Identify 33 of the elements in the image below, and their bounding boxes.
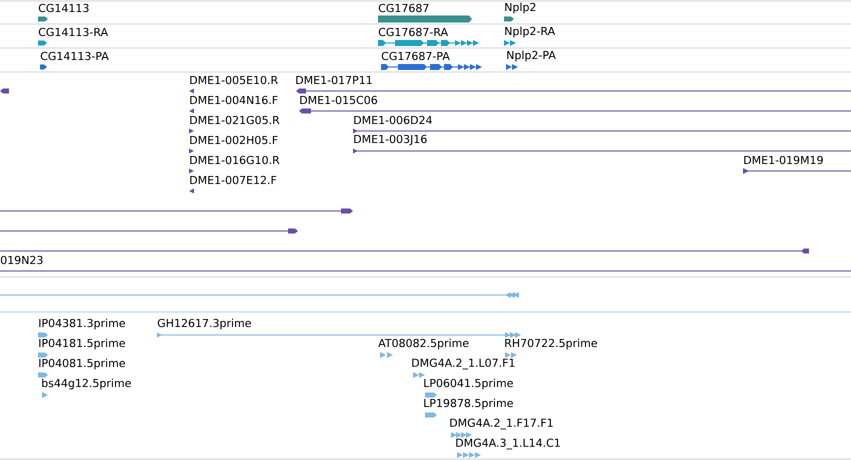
feature-label: Nplp2 — [505, 2, 536, 14]
feature-label: LP06041.5prime — [424, 378, 513, 390]
feature-label: DME1-015C06 — [300, 96, 378, 104]
feature-label: bs44g12.5prime — [42, 378, 131, 390]
feature-label: IP04081.5prime — [39, 358, 126, 370]
feature-label: LP19878.5prime — [424, 398, 513, 410]
feature-label: IP04381.3prime — [39, 318, 126, 330]
feature-label: Nplp2-PA — [507, 50, 556, 62]
feature-label: CG14113 — [38, 4, 89, 12]
feature-label: CG17687-PA — [382, 52, 450, 60]
feature-label: DME1-017P11 — [296, 76, 372, 84]
feature-label: DME1-021G05.R — [190, 116, 280, 124]
feature-label: DME1-019M19 — [744, 156, 823, 164]
feature-label: DME1-016G10.R — [190, 156, 280, 164]
feature-label: CG14113-RA — [38, 28, 108, 36]
feature-label: IP04181.5prime — [39, 338, 126, 350]
feature-label: DME1-004N16.F — [190, 96, 278, 104]
feature-label: GH12617.3prime — [158, 318, 251, 330]
feature-label: CG17687 — [378, 4, 428, 12]
feature-label: DME1-003J16 — [354, 134, 427, 146]
feature-label: DMG4A.2_1.L07.F1 — [412, 358, 514, 370]
feature-label: DME1-007E12.F — [190, 176, 276, 184]
feature-label: DME1-005E10.R — [190, 76, 278, 84]
feature-label: AT08082.5prime — [378, 338, 469, 350]
feature-label: DME1-006D24 — [354, 116, 432, 124]
feature-label: RH70722.5prime — [505, 338, 598, 350]
feature-label: Nplp2-RA — [505, 26, 556, 38]
feature-label: DME1-002H05.F — [190, 136, 278, 144]
feature-label: DMG4A.3_1.L14.C1 — [456, 438, 560, 450]
feature-label: 019N23 — [0, 256, 43, 264]
feature-label: CG17687-RA — [378, 28, 448, 36]
feature-label: DMG4A.2_1.F17.F1 — [450, 418, 553, 430]
feature-label: CG14113-PA — [40, 52, 109, 60]
